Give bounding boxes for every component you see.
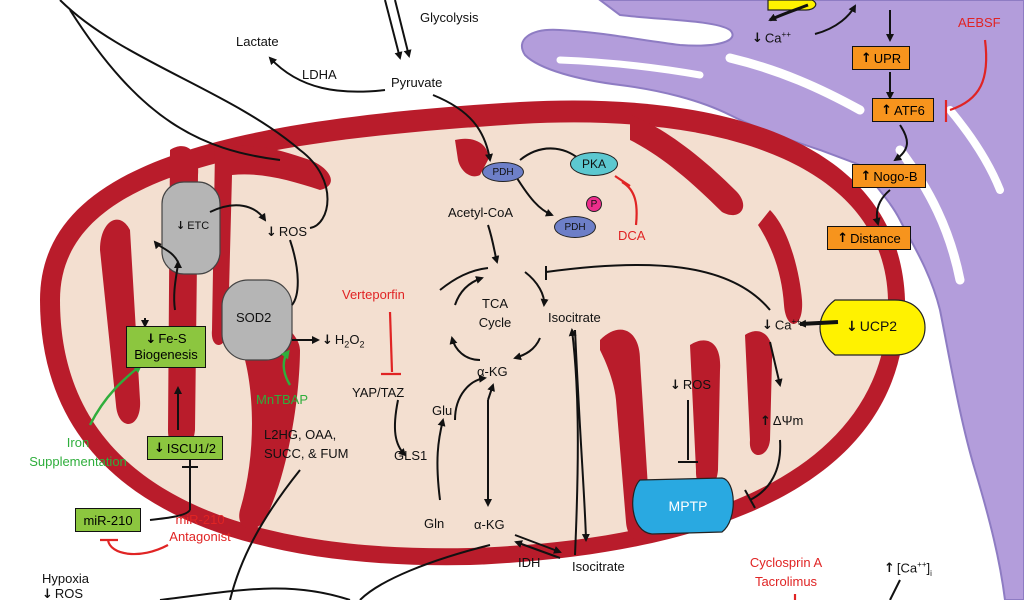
succ-fum-label: SUCC, & FUM [264,446,349,461]
pka-protein: PKA [570,152,618,176]
mptp-label: MPTP [668,498,708,514]
top-yellow-shape [767,0,817,11]
phosphate-label: P [590,198,598,210]
gls1-label: GLS1 [394,448,428,463]
etc-label: ↓ETC [176,219,210,232]
acetyl-coa-label: Acetyl-CoA [448,205,514,220]
fe-s-line2: Biogenesis [134,346,198,362]
iscu-box: ↓ISCU1/2 [147,436,223,460]
mptp-shape [632,477,734,535]
pdh-protein: PDH [482,162,524,182]
atf6-box: ↑ATF6 [872,98,934,122]
hypoxia-ros-label: ↓ROS [42,586,84,600]
ucp2-label: ↓UCP2 [846,318,898,335]
sod2-label: SOD2 [236,310,272,325]
l2hg-label: L2HG, OAA, [264,427,337,442]
ros2-label: ↓ROS [670,377,712,393]
nogo-b-box: ↑Nogo-B [852,164,926,188]
aebsf-label: AEBSF [958,15,1001,30]
pka-label: PKA [581,157,606,171]
glu-label: Glu [432,403,453,418]
inhibitor-lines [100,39,988,600]
cycle-label: Cycle [478,315,512,330]
cytosolic-ca-label: ↑[Ca++]i [884,560,932,578]
hypoxia-label: Hypoxia [42,571,89,586]
h2o2-label: ↓H2O2 [322,332,365,350]
pdh2-label: PDH [564,221,586,233]
pdh-label: PDH [492,166,514,178]
mir210-box: miR-210 [75,508,141,532]
isocitrate2-label: Isocitrate [572,559,625,574]
er-ca-label: ↓Ca++ [752,30,791,47]
mir210-antagonist-line1: miR-210 [175,512,225,527]
mntbap-label: MnTBAP [256,392,309,407]
activator-arrows [88,349,292,426]
iron-label-line2: Supplementation [29,454,127,469]
isocitrate-label: Isocitrate [548,310,601,325]
iron-label-line1: Iron [66,435,90,450]
dpsi-label: ↑ΔΨm [760,413,804,429]
pyruvate-label: Pyruvate [391,75,443,90]
upr-box: ↑UPR [852,46,910,70]
etc-complex-shape [161,181,221,275]
pathway-arrows [59,0,908,600]
verteporfin-label: Verteporfin [342,287,405,302]
ros-label: ↓ROS [266,224,308,240]
lactate-label: Lactate [236,34,279,49]
cyclosporin-label: Cyclosprin A [749,555,823,570]
fe-s-biogenesis-box: ↓Fe-S Biogenesis [126,326,206,368]
fe-s-line1: ↓Fe-S [145,331,187,348]
akg2-label: α-KG [474,517,505,532]
ldha-label: LDHA [302,67,337,82]
glycolysis-label: Glycolysis [420,10,479,25]
phosphate-badge: P [586,196,602,212]
distance-box: ↑Distance [827,226,911,250]
endoplasmic-reticulum [520,0,1024,600]
akg-label: α-KG [477,364,508,379]
mito-ca-label: ↓Ca++ [762,317,801,334]
ucp2-shape [819,299,926,356]
idh-label: IDH [518,555,541,570]
sod2-complex-shape [221,279,293,361]
phospho-pdh-protein: PDH [554,216,596,238]
dca-label: DCA [618,228,646,243]
mir210-antagonist-line2: Antagonist [169,529,231,544]
gln-label: Gln [424,516,445,531]
tca-label: TCA [482,296,508,311]
yap-taz-label: YAP/TAZ [352,385,405,400]
tacrolimus-label: Tacrolimus [754,574,818,589]
